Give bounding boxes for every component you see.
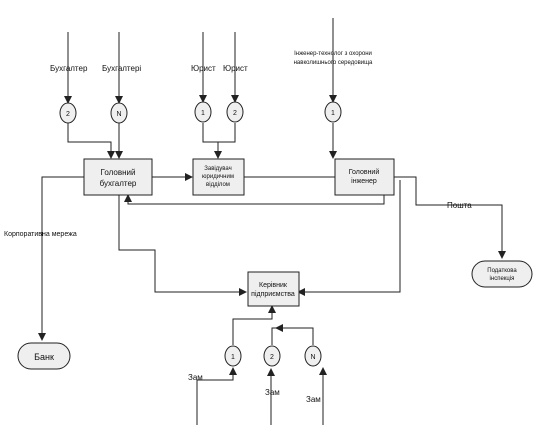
circle-dep-1 (224, 345, 242, 367)
role-circles (59, 101, 342, 367)
circle-dep-1-label: 1 (231, 354, 235, 361)
chief-accountant-line2: бухгалтер (100, 179, 137, 188)
circle-acc-2-label: 2 (66, 111, 70, 118)
box-legal-head (192, 158, 245, 196)
line-tax (394, 176, 506, 259)
line-eng-acc (124, 193, 385, 205)
label-deputy-3: Зам (306, 395, 321, 404)
label-deputy-1: Зам (188, 373, 203, 382)
line-eng-dir (297, 180, 401, 296)
label-mail: Пошта (447, 201, 472, 210)
line-dep1-in (196, 367, 237, 425)
line-law1-box (202, 123, 222, 159)
chief-engineer-line2: інженер (351, 177, 377, 185)
label-deputy-2: Зам (265, 388, 280, 397)
box-tax (471, 260, 533, 288)
tax-line2: інспекція (490, 276, 515, 282)
label-engineer-line2: навколишнього середовища (294, 60, 373, 66)
circle-law-1 (194, 101, 212, 123)
legal-head-line2: юридичним (202, 174, 234, 180)
legal-head-line1: Завідувач (204, 166, 231, 172)
chief-accountant-line1: Головний (101, 168, 136, 177)
circle-labels: 2 N 1 2 1 1 2 N (66, 110, 335, 361)
circle-law-1-label: 1 (201, 110, 205, 117)
line-law2-box (218, 123, 236, 143)
label-lawyer-2: Юрист (223, 64, 248, 73)
director-line2: підприємства (251, 290, 295, 298)
label-accountant-1: Бухгалтер (50, 64, 88, 73)
circle-acc-2 (59, 102, 77, 124)
circle-law-2-label: 2 (233, 110, 237, 117)
box-director (247, 271, 300, 307)
line-acc1-box (67, 123, 115, 159)
circle-acc-n-label: N (116, 111, 121, 118)
box-chief-engineer (334, 158, 395, 196)
label-engineer-line1: Інженер-технолог з охорони (294, 51, 372, 57)
box-bank (17, 342, 71, 370)
circle-law-2 (226, 101, 244, 123)
line-dep-join (271, 327, 314, 345)
box-chief-accountant (83, 158, 153, 196)
line-bank (38, 176, 84, 341)
chief-engineer-line1: Головний (349, 168, 380, 176)
label-accountant-2: Бухгалтері (102, 64, 141, 73)
circle-dep-n (304, 345, 322, 367)
tax-line1: Податкова (487, 268, 517, 274)
circle-acc-n (110, 102, 128, 124)
line-dep1-dir (232, 305, 276, 345)
connector-lines (38, 18, 506, 425)
circle-eng-1 (324, 101, 342, 123)
circle-dep-n-label: N (310, 354, 315, 361)
circle-eng-1-label: 1 (331, 110, 335, 117)
free-labels: Бухгалтер Бухгалтері Юрист Юрист Інженер… (4, 51, 472, 404)
bank-label: Банк (34, 352, 54, 362)
line-acc-dir (118, 195, 247, 296)
circle-dep-2 (263, 345, 281, 367)
box-labels: Головний бухгалтер Завідувач юридичним в… (34, 166, 517, 362)
legal-head-line3: відділом (206, 182, 230, 188)
director-line1: Керівник (259, 281, 288, 289)
label-lawyer-1: Юрист (191, 64, 216, 73)
label-corp-net: Корпоративна мережа (4, 231, 77, 238)
role-boxes (17, 158, 533, 370)
circle-dep-2-label: 2 (270, 354, 274, 361)
